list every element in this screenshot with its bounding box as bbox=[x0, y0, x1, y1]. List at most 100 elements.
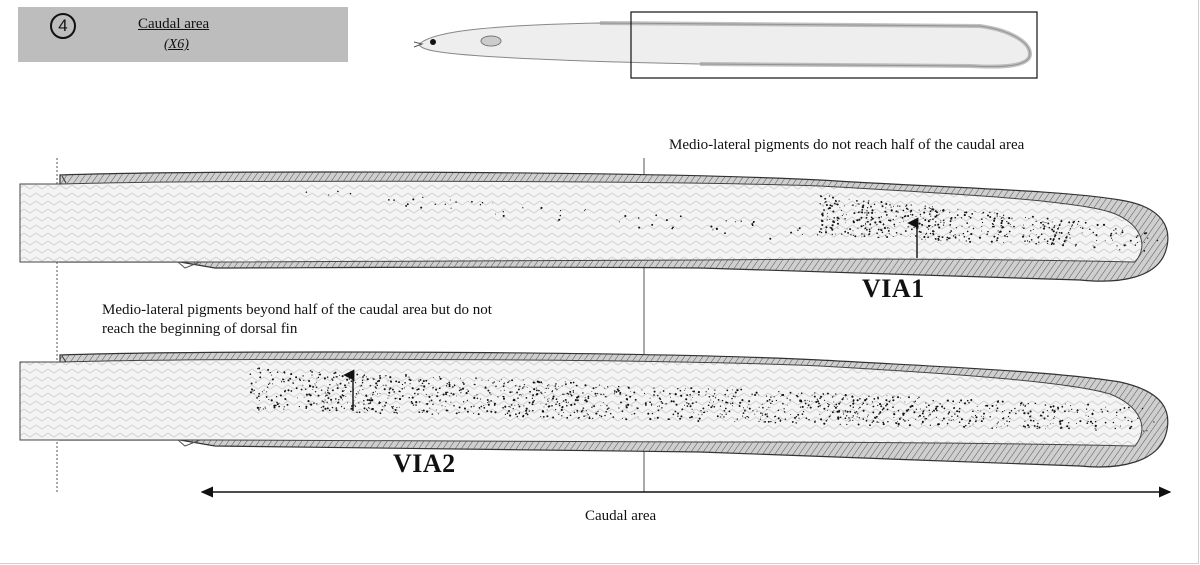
pigment-spot bbox=[480, 399, 481, 400]
pigment-spot bbox=[873, 398, 875, 400]
pigment-spot bbox=[1069, 230, 1070, 231]
caudal-area-label: Caudal area bbox=[585, 508, 656, 525]
pigment-spot bbox=[833, 221, 835, 223]
pigment-spot bbox=[820, 396, 822, 398]
pigment-spot bbox=[559, 405, 561, 407]
pigment-spot bbox=[626, 405, 627, 406]
pigment-spot bbox=[939, 214, 940, 215]
pigment-spot bbox=[547, 401, 548, 402]
pigment-spot bbox=[1066, 425, 1068, 427]
pigment-spot bbox=[919, 210, 920, 211]
pigment-spot bbox=[370, 397, 371, 398]
pigment-spot bbox=[968, 216, 969, 217]
pigment-spot bbox=[1131, 421, 1133, 423]
pigment-spot bbox=[440, 378, 442, 380]
pigment-spot bbox=[1103, 224, 1105, 226]
pigment-spot bbox=[1020, 405, 1021, 406]
pigment-spot bbox=[511, 391, 512, 392]
pigment-spot bbox=[833, 395, 834, 396]
pigment-spot bbox=[418, 381, 419, 382]
pigment-spot bbox=[818, 406, 820, 408]
pigment-spot bbox=[754, 414, 755, 415]
pigment-spot bbox=[412, 397, 414, 399]
pigment-spot bbox=[762, 414, 763, 415]
pigment-spot bbox=[546, 415, 548, 417]
pigment-spot bbox=[878, 229, 880, 231]
pigment-spot bbox=[778, 391, 779, 392]
pigment-spot bbox=[768, 407, 769, 408]
pigment-spot bbox=[844, 205, 845, 206]
pigment-spot bbox=[534, 382, 535, 383]
pigment-spot bbox=[379, 401, 380, 402]
pigment-spot bbox=[850, 234, 851, 235]
pigment-spot bbox=[349, 378, 350, 379]
pigment-spot bbox=[603, 394, 604, 395]
pigment-spot bbox=[732, 405, 733, 406]
pigment-spot bbox=[363, 375, 364, 376]
tail-via1 bbox=[20, 172, 1168, 281]
pigment-spot bbox=[915, 216, 916, 217]
pigment-spot bbox=[426, 394, 427, 395]
pigment-spot bbox=[1076, 423, 1077, 424]
pigment-spot bbox=[1121, 231, 1123, 233]
pigment-spot bbox=[920, 231, 922, 233]
pigment-spot bbox=[766, 409, 767, 410]
pigment-spot bbox=[908, 396, 910, 398]
pigment-spot bbox=[319, 372, 320, 373]
pigment-spot bbox=[1116, 245, 1117, 246]
pigment-spot bbox=[948, 413, 950, 415]
pigment-spot bbox=[1027, 412, 1029, 414]
pigment-spot bbox=[666, 219, 668, 221]
pigment-spot bbox=[766, 400, 768, 402]
pigment-spot bbox=[1047, 425, 1048, 426]
pigment-spot bbox=[914, 402, 915, 403]
pigment-spot bbox=[839, 207, 840, 208]
pigment-spot bbox=[323, 401, 324, 402]
pigment-spot bbox=[928, 229, 929, 230]
pigment-spot bbox=[849, 411, 851, 413]
pigment-spot bbox=[922, 421, 924, 423]
pigment-spot bbox=[957, 214, 959, 216]
pigment-spot bbox=[311, 375, 312, 376]
pigment-spot bbox=[426, 403, 428, 405]
pigment-spot bbox=[893, 206, 894, 207]
pigment-spot bbox=[437, 392, 438, 393]
pigment-spot bbox=[859, 398, 861, 400]
pigment-spot bbox=[473, 397, 475, 399]
pigment-spot bbox=[1068, 427, 1070, 429]
pigment-spot bbox=[271, 375, 272, 376]
pigment-spot bbox=[949, 232, 950, 233]
pigment-spot bbox=[591, 407, 592, 408]
pigment-spot bbox=[1006, 221, 1007, 222]
pigment-spot bbox=[1085, 222, 1087, 224]
pigment-spot bbox=[1086, 422, 1088, 424]
pigment-spot bbox=[1113, 230, 1114, 231]
pigment-spot bbox=[344, 384, 346, 386]
pigment-spot bbox=[410, 383, 411, 384]
pigment-spot bbox=[970, 426, 971, 427]
pigment-spot bbox=[780, 419, 782, 421]
pigment-spot bbox=[269, 382, 270, 383]
pigment-spot bbox=[350, 372, 352, 374]
pigment-spot bbox=[1130, 426, 1132, 428]
pigment-spot bbox=[641, 389, 642, 390]
pigment-spot bbox=[382, 406, 383, 407]
pigment-spot bbox=[970, 399, 972, 401]
pigment-spot bbox=[964, 402, 966, 404]
pigment-spot bbox=[1033, 420, 1035, 422]
pigment-spot bbox=[1119, 249, 1120, 250]
pigment-spot bbox=[492, 203, 493, 204]
pigment-spot bbox=[837, 220, 838, 221]
pigment-spot bbox=[455, 201, 456, 202]
pigment-spot bbox=[1003, 242, 1004, 243]
pigment-spot bbox=[726, 414, 727, 415]
pigment-spot bbox=[770, 403, 771, 404]
pigment-spot bbox=[832, 224, 834, 226]
pigment-spot bbox=[929, 213, 931, 215]
pigment-spot bbox=[889, 220, 891, 222]
pigment-spot bbox=[830, 415, 831, 416]
pigment-spot bbox=[1053, 227, 1054, 228]
pigment-spot bbox=[489, 392, 491, 394]
pigment-spot bbox=[447, 383, 448, 384]
pigment-spot bbox=[897, 211, 898, 212]
